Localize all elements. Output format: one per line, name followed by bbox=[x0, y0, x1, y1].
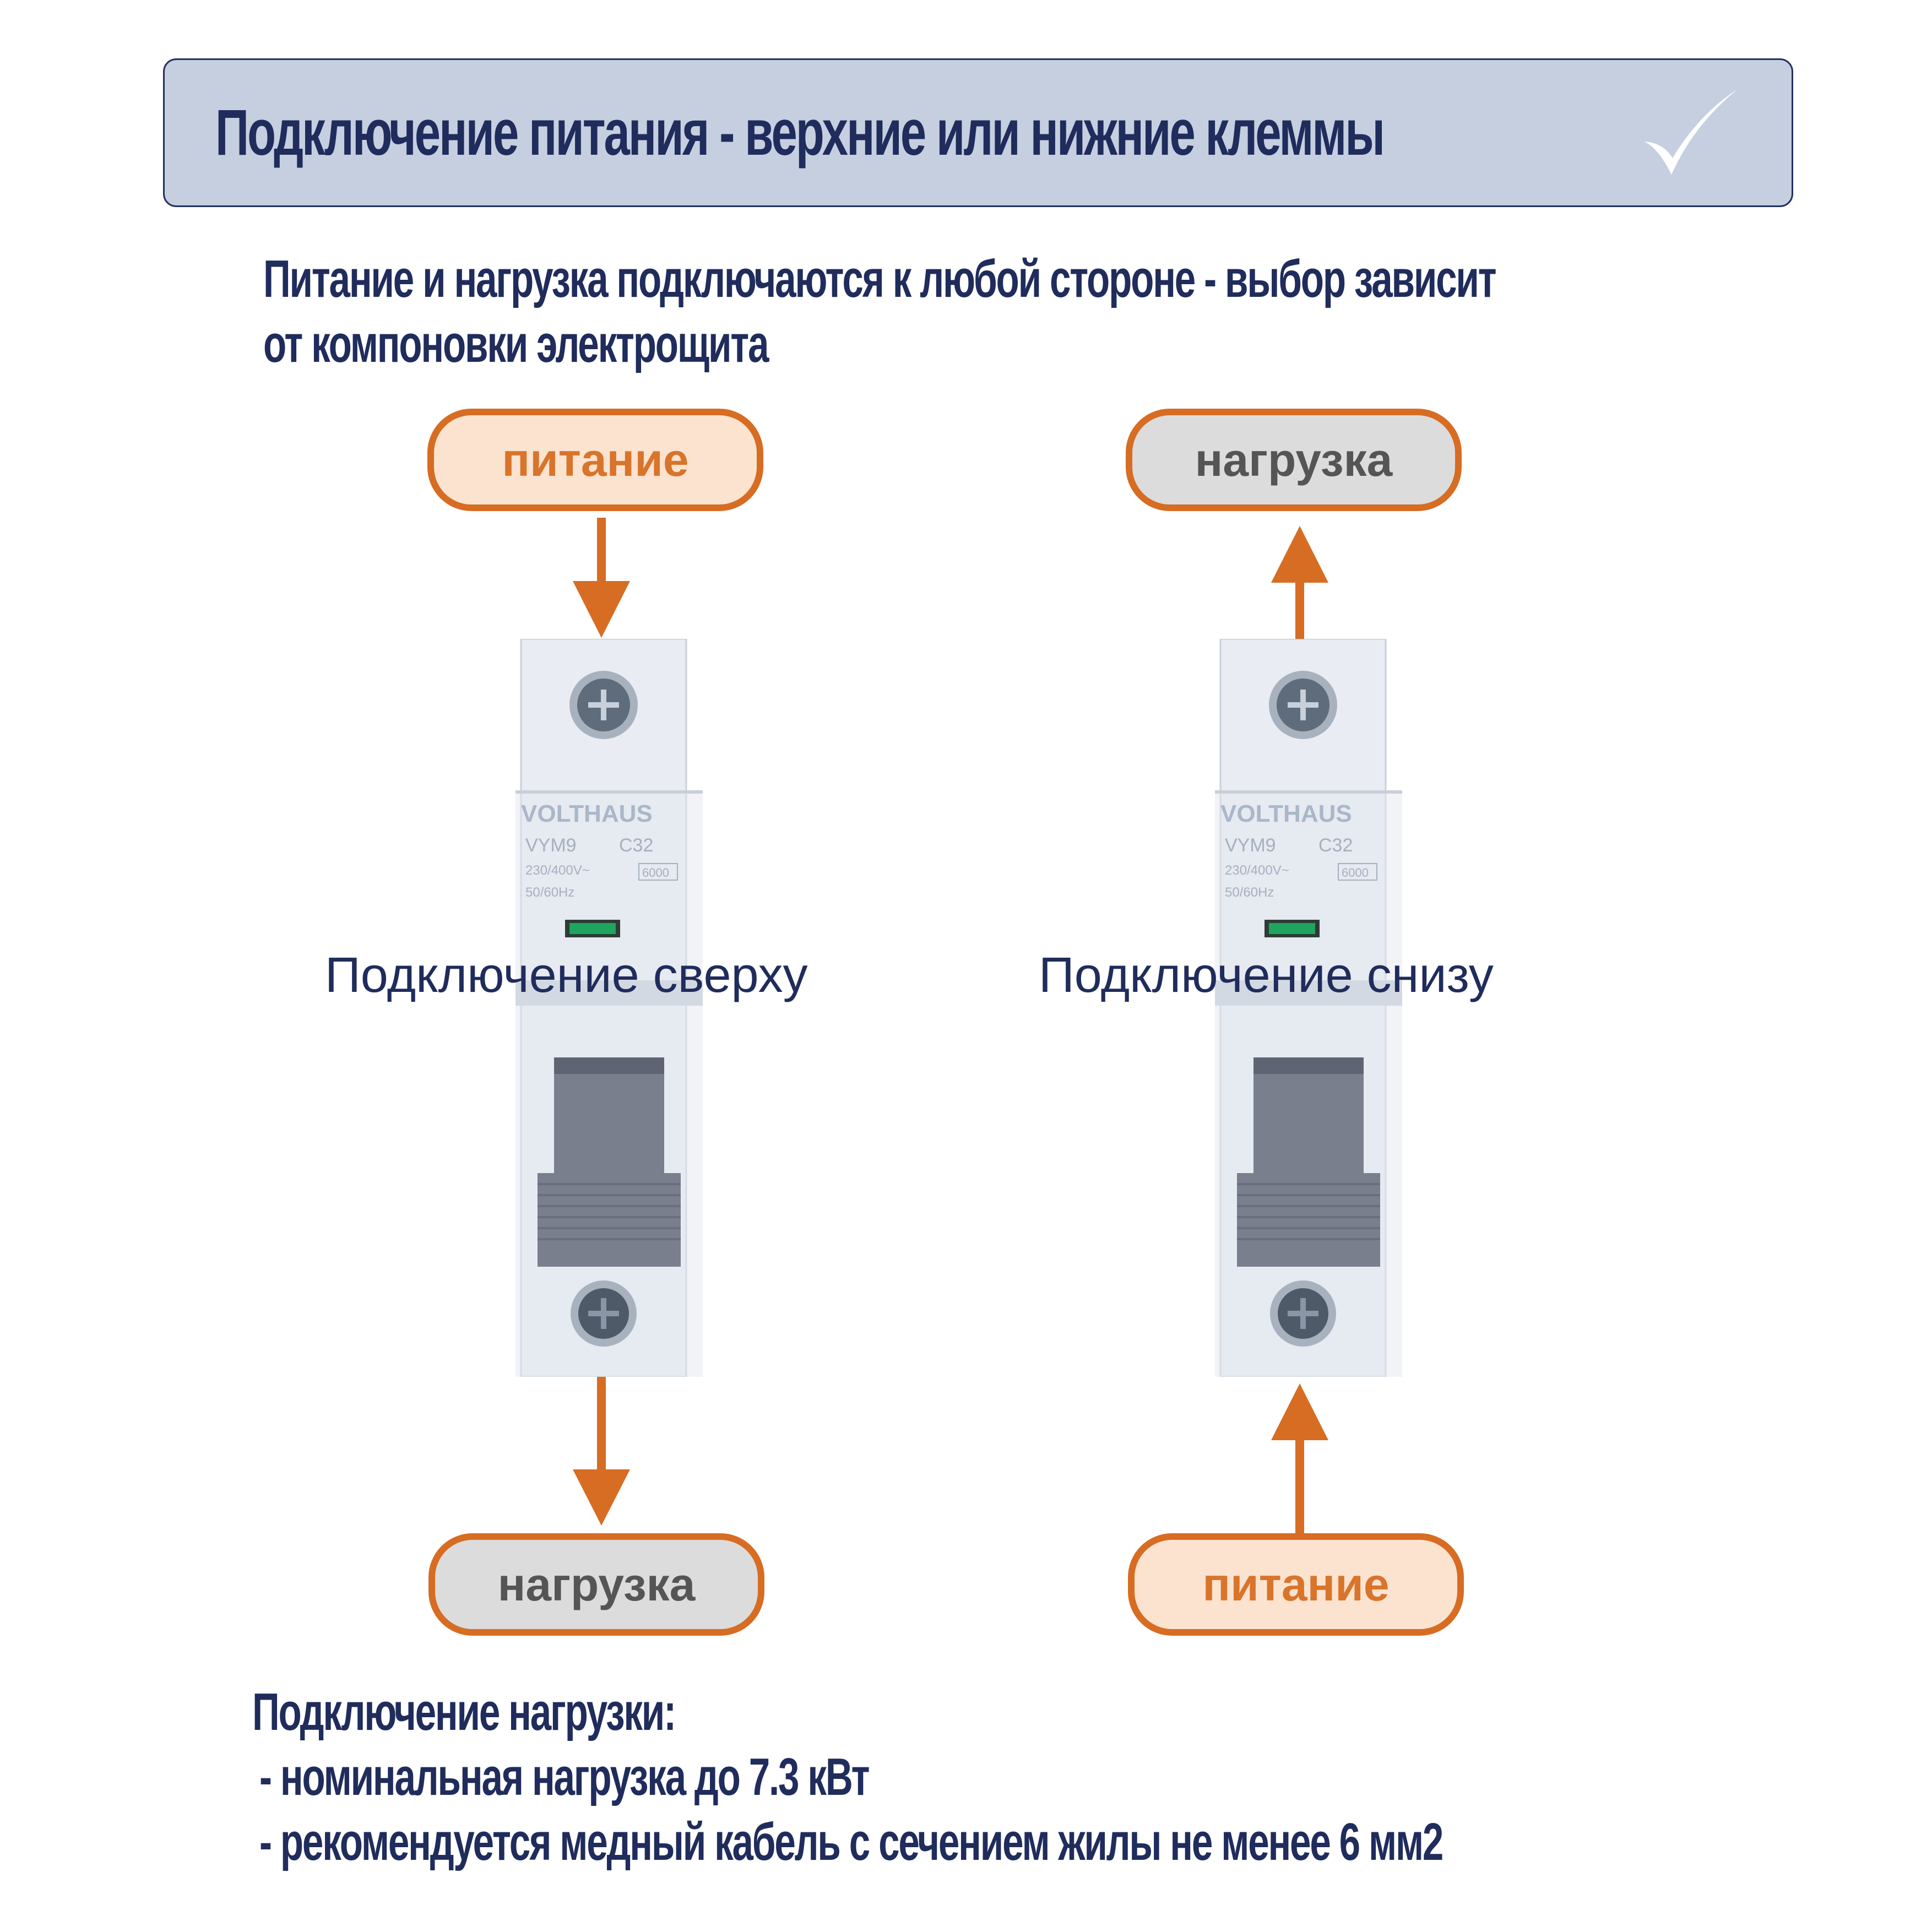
right-top-arrow-head bbox=[1271, 526, 1328, 583]
left-breaker-rating: C32 bbox=[619, 835, 653, 856]
left-top-arrow-head bbox=[573, 581, 630, 638]
left-load-label: нагрузка bbox=[428, 1533, 764, 1636]
right-caption: Подключение снизу bbox=[1039, 948, 1494, 1003]
left-breaker-voltage: 230/400V~ bbox=[525, 863, 590, 878]
left-breaker-frequency: 50/60Hz bbox=[525, 885, 574, 900]
header-banner: Подключение питания - верхние или нижние… bbox=[163, 58, 1793, 207]
right-breaker-capacity: 6000 bbox=[1342, 866, 1369, 880]
left-breaker-capacity: 6000 bbox=[642, 866, 669, 880]
left-circuit-breaker: VOLTHAUS VYM9 C32 230/400V~ 6000 50/60Hz bbox=[515, 639, 703, 1377]
subtitle-line-2: от компоновки электрощита bbox=[263, 314, 769, 373]
left-supply-label: питание bbox=[427, 409, 763, 511]
left-caption: Подключение сверху bbox=[325, 948, 808, 1003]
left-breaker-brand: VOLTHAUS bbox=[521, 800, 653, 827]
right-breaker-model: VYM9 bbox=[1225, 835, 1276, 856]
left-breaker-model: VYM9 bbox=[525, 835, 577, 856]
notes-title: Подключение нагрузки: bbox=[252, 1683, 676, 1741]
right-supply-label: питание bbox=[1128, 1533, 1464, 1636]
right-circuit-breaker: VOLTHAUS VYM9 C32 230/400V~ 6000 50/60Hz bbox=[1215, 639, 1402, 1377]
right-breaker-status-window bbox=[1269, 923, 1315, 934]
left-bottom-arrow-head bbox=[573, 1469, 630, 1526]
left-breaker-status-window bbox=[569, 923, 616, 934]
right-breaker-rating: C32 bbox=[1318, 835, 1353, 856]
right-breaker-voltage: 230/400V~ bbox=[1225, 863, 1289, 878]
subtitle-line-1: Питание и нагрузка подключаются к любой … bbox=[263, 249, 1497, 308]
right-breaker-brand: VOLTHAUS bbox=[1220, 800, 1352, 827]
right-load-label: нагрузка bbox=[1126, 409, 1462, 511]
load-notes: Подключение нагрузки: - номинальная нагр… bbox=[252, 1680, 1443, 1875]
notes-item: - номинальная нагрузка до 7.3 кВт bbox=[259, 1748, 870, 1806]
page-title: Подключение питания - верхние или нижние… bbox=[215, 96, 1385, 169]
subtitle: Питание и нагрузка подключаются к любой … bbox=[263, 247, 1497, 377]
notes-item: - рекомендуется медный кабель с сечением… bbox=[259, 1812, 1443, 1871]
right-bottom-arrow-head bbox=[1271, 1383, 1328, 1440]
right-breaker-frequency: 50/60Hz bbox=[1225, 885, 1274, 900]
check-icon bbox=[1644, 89, 1738, 175]
